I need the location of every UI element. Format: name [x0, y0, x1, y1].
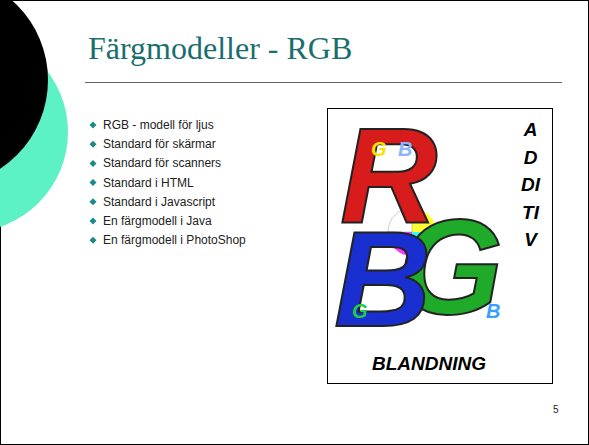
caption-word: BLANDNING	[372, 352, 486, 376]
bullet-marker	[90, 218, 97, 225]
small-letter: G	[371, 138, 387, 160]
bullet-text: Standard för skärmar	[103, 136, 216, 152]
vertical-word: ADDITIV	[521, 116, 540, 254]
bullet-marker	[90, 198, 97, 205]
bullet-markers	[90, 122, 97, 244]
black-circle	[0, 0, 48, 186]
title-rule	[85, 82, 562, 83]
bullet-text: En färgmodell i Java	[103, 213, 212, 229]
small-letter: B	[398, 138, 412, 160]
slide-title: Färgmodeller - RGB	[88, 28, 352, 68]
big-letter-b: B	[334, 212, 432, 347]
image-frame	[328, 109, 553, 384]
bullet-marker	[90, 160, 97, 167]
bullet-text: Standard för scanners	[103, 155, 221, 171]
page-number: 5	[553, 404, 559, 416]
small-letter: G	[352, 300, 368, 322]
bullet-text: En färgmodell i PhotoShop	[103, 232, 246, 248]
small-letter: B	[486, 300, 500, 322]
bullet-text: RGB - modell för ljus	[103, 117, 214, 133]
bullet-text: Standard i HTML	[103, 175, 194, 191]
bullet-marker	[90, 179, 97, 186]
bullet-text: Standard i Javascript	[103, 194, 215, 210]
bullet-marker	[90, 237, 97, 244]
bullet-marker	[90, 122, 97, 129]
bullet-marker	[90, 141, 97, 148]
